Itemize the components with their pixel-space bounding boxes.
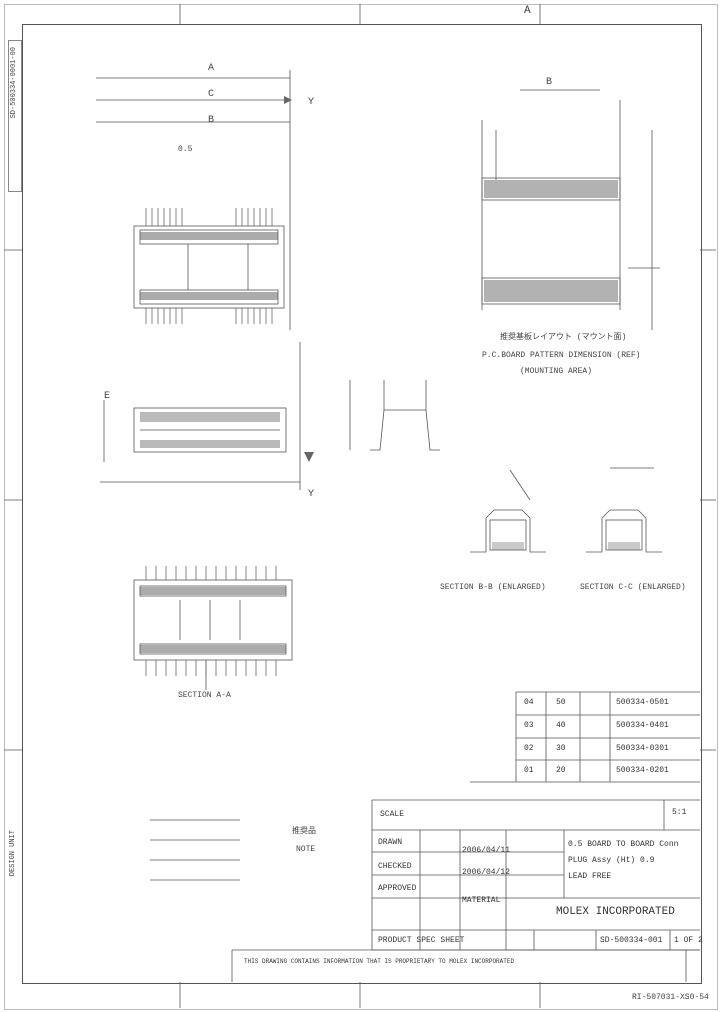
table-row-part: 500334-0201 (616, 766, 669, 775)
sheet-number: 1 OF 2 (674, 936, 703, 945)
title-line-1: 0.5 BOARD TO BOARD Conn (568, 840, 679, 849)
drawn-label: DRAWN (378, 838, 403, 847)
side-strip: SD-500334-0001-00 (8, 40, 22, 192)
pcb-layout-title-en: P.C.BOARD PATTERN DIMENSION (REF) (482, 351, 641, 360)
table-row-ckts: 30 (556, 744, 566, 753)
scale-value: 5:1 (672, 808, 687, 817)
checked-label: CHECKED (378, 862, 412, 871)
title-line-2: PLUG Assy (Ht) 0.9 (568, 856, 655, 865)
section-b-label: SECTION B-B (ENLARGED) (440, 583, 546, 592)
table-row-ckts: 50 (556, 698, 566, 707)
proprietary-notice: THIS DRAWING CONTAINS INFORMATION THAT I… (244, 958, 515, 965)
doc-type: PRODUCT SPEC SHEET (378, 936, 465, 945)
table-row-ckts: 40 (556, 721, 566, 730)
table-row-no: 02 (524, 744, 534, 753)
section-c-label: SECTION C-C (ENLARGED) (580, 583, 686, 592)
dim-y1-label: Y (308, 97, 315, 108)
dim-e-label: E (104, 391, 111, 402)
dim-c-label: C (208, 89, 215, 100)
sheet-outer-border (4, 4, 718, 1010)
title-line-3: LEAD FREE (568, 872, 612, 881)
note-jp: 推奨品 (292, 827, 316, 836)
dim-b-top-label: B (546, 77, 553, 88)
table-row-no: 04 (524, 698, 534, 707)
note-en: NOTE (296, 845, 316, 854)
table-row-part: 500334-0501 (616, 698, 669, 707)
pitch-label: 0.5 (178, 145, 193, 154)
drawn-date: 2006/04/11 (462, 846, 511, 855)
bottom-right-code: RI-507031-XS0-54 (632, 993, 709, 1002)
table-row-ckts: 20 (556, 766, 566, 775)
material-label: MATERIAL (462, 896, 501, 905)
table-row-no: 03 (524, 721, 534, 730)
pcb-layout-title-jp: 推奨基板レイアウト (マウント面) (500, 333, 627, 342)
scale-label: SCALE (380, 810, 405, 819)
drawing-frame (22, 24, 702, 984)
table-row-part: 500334-0401 (616, 721, 669, 730)
table-row-no: 01 (524, 766, 534, 775)
company-name: MOLEX INCORPORATED (556, 906, 675, 918)
table-row-part: 500334-0301 (616, 744, 669, 753)
approved-label: APPROVED (378, 884, 417, 893)
dim-b-label: B (208, 115, 215, 126)
section-a-label: SECTION A-A (178, 691, 231, 700)
corner-letter: A (524, 5, 531, 17)
doc-number: SD-500334-001 (600, 936, 663, 945)
checked-date: 2006/04/12 (462, 868, 511, 877)
pcb-layout-subtitle: (MOUNTING AREA) (520, 367, 593, 376)
dim-y2-label: Y (308, 489, 315, 500)
dim-a-label: A (208, 63, 215, 74)
